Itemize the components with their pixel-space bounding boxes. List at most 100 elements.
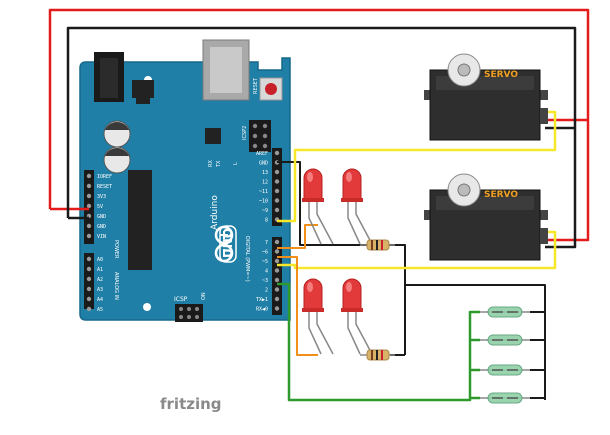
usb-connector <box>202 39 250 101</box>
pin-label: ~3 <box>262 278 268 284</box>
uno-badge: UNO <box>219 225 237 263</box>
header-pin <box>86 233 92 239</box>
rx-label: RX <box>208 160 214 167</box>
pin-label: 5V <box>97 204 103 210</box>
wire-orange-led2 <box>277 256 318 356</box>
pin-label: A4 <box>97 297 103 303</box>
pin-label: GND <box>97 214 106 220</box>
icsp-label: ICSP <box>174 296 188 303</box>
wire-black-gnd-digital <box>277 161 406 355</box>
icsp2-header <box>249 120 271 152</box>
pin-label: 7 <box>265 240 268 246</box>
header-pin <box>274 268 280 273</box>
pin-label: AREF <box>256 151 268 157</box>
header-pin <box>86 286 92 292</box>
red-led <box>302 168 334 245</box>
arduino-uno-board: RESET ICSP2 TX RX L ON Arduino UNO <box>79 39 291 322</box>
reset-button <box>259 77 283 101</box>
pin-label: ~11 <box>259 189 268 195</box>
header-pin <box>274 188 280 194</box>
pin-label: 13 <box>262 170 268 176</box>
pin-label: 4 <box>265 269 268 275</box>
pin-label: 3V3 <box>97 194 106 200</box>
analog-header-label: ANALOG IN <box>113 272 119 300</box>
tx-label: TX <box>216 160 222 168</box>
pin-label: TX▶1 <box>256 297 268 303</box>
voltage-regulator <box>132 80 154 98</box>
servo-motor-2: SERVO <box>424 173 548 261</box>
header-pin <box>274 179 280 184</box>
header-pin <box>86 266 92 272</box>
header-pin <box>274 287 280 292</box>
header-pin <box>274 198 280 203</box>
pin-label: A2 <box>97 277 103 283</box>
pin-label: ~10 <box>259 199 268 205</box>
pin-label: GND <box>259 161 268 167</box>
servo-motor-1: SERVO <box>424 53 548 141</box>
reset-label: RESET <box>253 77 259 94</box>
red-led <box>302 278 334 355</box>
icsp-header <box>175 304 203 322</box>
header-pin <box>274 296 280 302</box>
resistor <box>360 239 395 251</box>
digital-header-bottom <box>272 237 282 315</box>
header-pin <box>86 276 92 282</box>
header-pin <box>86 223 92 229</box>
on-label: ON <box>201 292 207 300</box>
reed-switch <box>480 392 530 404</box>
fritzing-watermark: fritzing <box>160 395 222 413</box>
wire-black-reed-bus <box>405 284 546 400</box>
header-pin <box>86 173 92 179</box>
capacitor <box>103 146 131 174</box>
pin-label: VIN <box>97 234 106 240</box>
digital-header-label: DIGITAL (PWM=~) <box>244 236 250 282</box>
wire-red-5v <box>48 8 590 242</box>
header-pin <box>86 193 92 199</box>
pin-label: ~6 <box>262 250 268 256</box>
reed-switch <box>480 364 530 376</box>
wire-black-gnd <box>66 26 577 249</box>
header-pin <box>274 306 280 311</box>
pin-label: 2 <box>265 288 268 294</box>
header-pin <box>86 203 92 209</box>
reed-switch <box>480 306 530 318</box>
pin-label: 12 <box>262 180 268 186</box>
header-pin <box>86 256 92 262</box>
header-pin <box>86 296 92 302</box>
header-pin <box>86 306 92 312</box>
servo-label: SERVO <box>484 190 518 200</box>
usb-chip <box>205 128 221 144</box>
reed-switch <box>480 334 530 346</box>
pin-label: A3 <box>97 287 103 293</box>
pin-label: A5 <box>97 307 103 313</box>
header-pin <box>274 207 280 213</box>
arduino-brand-label: Arduino <box>210 195 220 230</box>
header-pin <box>274 277 280 283</box>
pin-label: A1 <box>97 267 103 273</box>
pin-label: RESET <box>97 184 112 190</box>
pin-label: RX◀0 <box>256 307 268 313</box>
pin-label: IOREF <box>97 174 112 180</box>
header-pin <box>86 183 92 189</box>
power-header-label: POWER <box>113 240 119 259</box>
l-label: L <box>233 162 239 165</box>
capacitor <box>103 120 131 148</box>
icsp2-label: ICSP2 <box>242 126 248 140</box>
red-led <box>341 278 373 355</box>
wires <box>48 8 590 402</box>
servo-label: SERVO <box>484 70 518 80</box>
red-led <box>341 168 373 245</box>
pin-label: GND <box>97 224 106 230</box>
header-pin <box>274 249 280 254</box>
header-pin <box>274 169 280 175</box>
svg-text:UNO: UNO <box>221 228 235 258</box>
pin-label: 8 <box>265 218 268 224</box>
digital-header-top <box>272 148 282 226</box>
microcontroller-chip <box>128 170 152 270</box>
wire-green-reed <box>277 282 480 402</box>
pin-label: A0 <box>97 257 103 263</box>
pin-label: ~5 <box>262 259 268 265</box>
header-pin <box>274 258 280 264</box>
led-array <box>302 168 373 355</box>
